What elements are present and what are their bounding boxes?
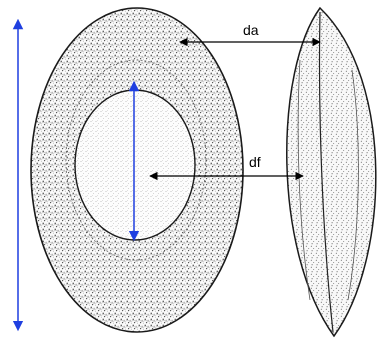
side-view-seam-center — [318, 11, 334, 333]
label-df: df — [249, 154, 261, 170]
side-view-seam-right — [347, 69, 359, 301]
side-view-lens — [286, 6, 377, 338]
inner-ring — [65, 59, 207, 261]
inner-ellipse — [74, 89, 196, 241]
label-da: da — [243, 22, 259, 38]
